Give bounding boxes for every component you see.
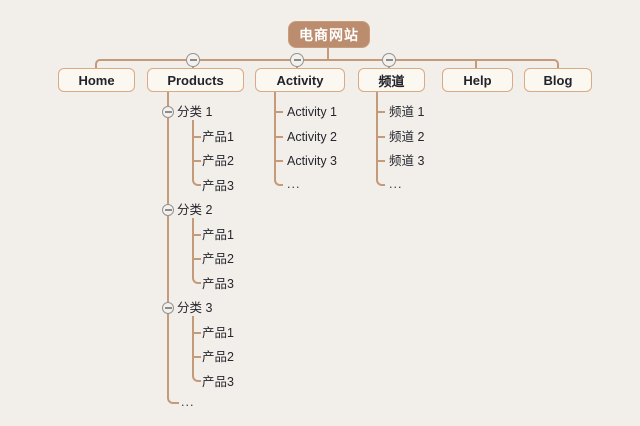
subtopic-category-2[interactable]: 分类 2: [177, 203, 213, 217]
subtopic-more-products[interactable]: ...: [181, 395, 195, 409]
subtopic-product[interactable]: 产品1: [202, 129, 234, 144]
connector-activity-tick1: [274, 111, 283, 113]
subtopic-product[interactable]: 产品1: [202, 227, 234, 242]
subtopic-channel[interactable]: 频道 1: [389, 105, 425, 119]
subtopic-channel[interactable]: 频道 2: [389, 129, 425, 144]
subtopic-product[interactable]: 产品1: [202, 325, 234, 340]
connector-drop-help: [475, 59, 477, 69]
connector-category1-tick2: [192, 160, 201, 162]
connector-products-trunk: [167, 91, 179, 404]
subtopic-product[interactable]: 产品3: [202, 374, 234, 389]
minus-circle-icon[interactable]: [162, 302, 174, 314]
connector-category3-tick2: [192, 356, 201, 358]
minus-circle-icon[interactable]: [382, 53, 396, 67]
subtopic-more-channel[interactable]: ...: [389, 177, 403, 191]
connector-channel-trunk: [376, 91, 385, 186]
minus-bar: [385, 59, 393, 61]
subtopic-activity[interactable]: Activity 2: [287, 129, 338, 144]
subtopic-product[interactable]: 产品2: [202, 252, 234, 266]
subtopic-product[interactable]: 产品3: [202, 178, 234, 193]
connector-channel-tick1: [376, 111, 385, 113]
connector-level1-spine: [95, 59, 559, 69]
connector-channel-tick3: [376, 160, 385, 162]
subtopic-channel[interactable]: 频道 3: [389, 154, 425, 168]
connector-category3-trunk: [192, 316, 201, 382]
topic-products[interactable]: Products: [147, 68, 244, 92]
subtopic-category-3[interactable]: 分类 3: [177, 301, 213, 315]
topic-blog[interactable]: Blog: [524, 68, 592, 92]
subtopic-product[interactable]: 产品2: [202, 350, 234, 364]
connector-channel-tick2: [376, 135, 385, 138]
connector-activity-tick2: [274, 135, 283, 138]
topic-channel[interactable]: 频道: [358, 68, 425, 92]
connector-category1-tick1: [192, 135, 201, 138]
minus-circle-icon[interactable]: [162, 204, 174, 216]
minus-bar: [164, 307, 172, 309]
connector-category2-trunk: [192, 218, 201, 284]
topic-activity[interactable]: Activity: [255, 68, 345, 92]
subtopic-activity[interactable]: Activity 3: [287, 154, 338, 168]
connector-category3-tick1: [192, 331, 201, 334]
connector-category1-trunk: [192, 120, 201, 186]
minus-circle-icon[interactable]: [290, 53, 304, 67]
subtopic-more-activity[interactable]: ...: [287, 177, 301, 191]
subtopic-product[interactable]: 产品2: [202, 154, 234, 168]
subtopic-product[interactable]: 产品3: [202, 276, 234, 291]
minus-circle-icon[interactable]: [186, 53, 200, 67]
minus-bar: [164, 111, 172, 113]
connector-category2-tick2: [192, 258, 201, 260]
connector-category2-tick1: [192, 233, 201, 236]
connector-activity-trunk: [274, 91, 283, 186]
connector-activity-tick3: [274, 160, 283, 162]
minus-circle-icon[interactable]: [162, 106, 174, 118]
root-topic[interactable]: 电商网站: [288, 21, 370, 48]
minus-bar: [293, 59, 301, 61]
connector-root-drop: [327, 46, 329, 60]
minus-bar: [164, 209, 172, 211]
minus-bar: [189, 59, 197, 61]
subtopic-category-1[interactable]: 分类 1: [177, 105, 213, 119]
topic-help[interactable]: Help: [442, 68, 513, 92]
topic-home[interactable]: Home: [58, 68, 135, 92]
subtopic-activity[interactable]: Activity 1: [287, 105, 338, 119]
